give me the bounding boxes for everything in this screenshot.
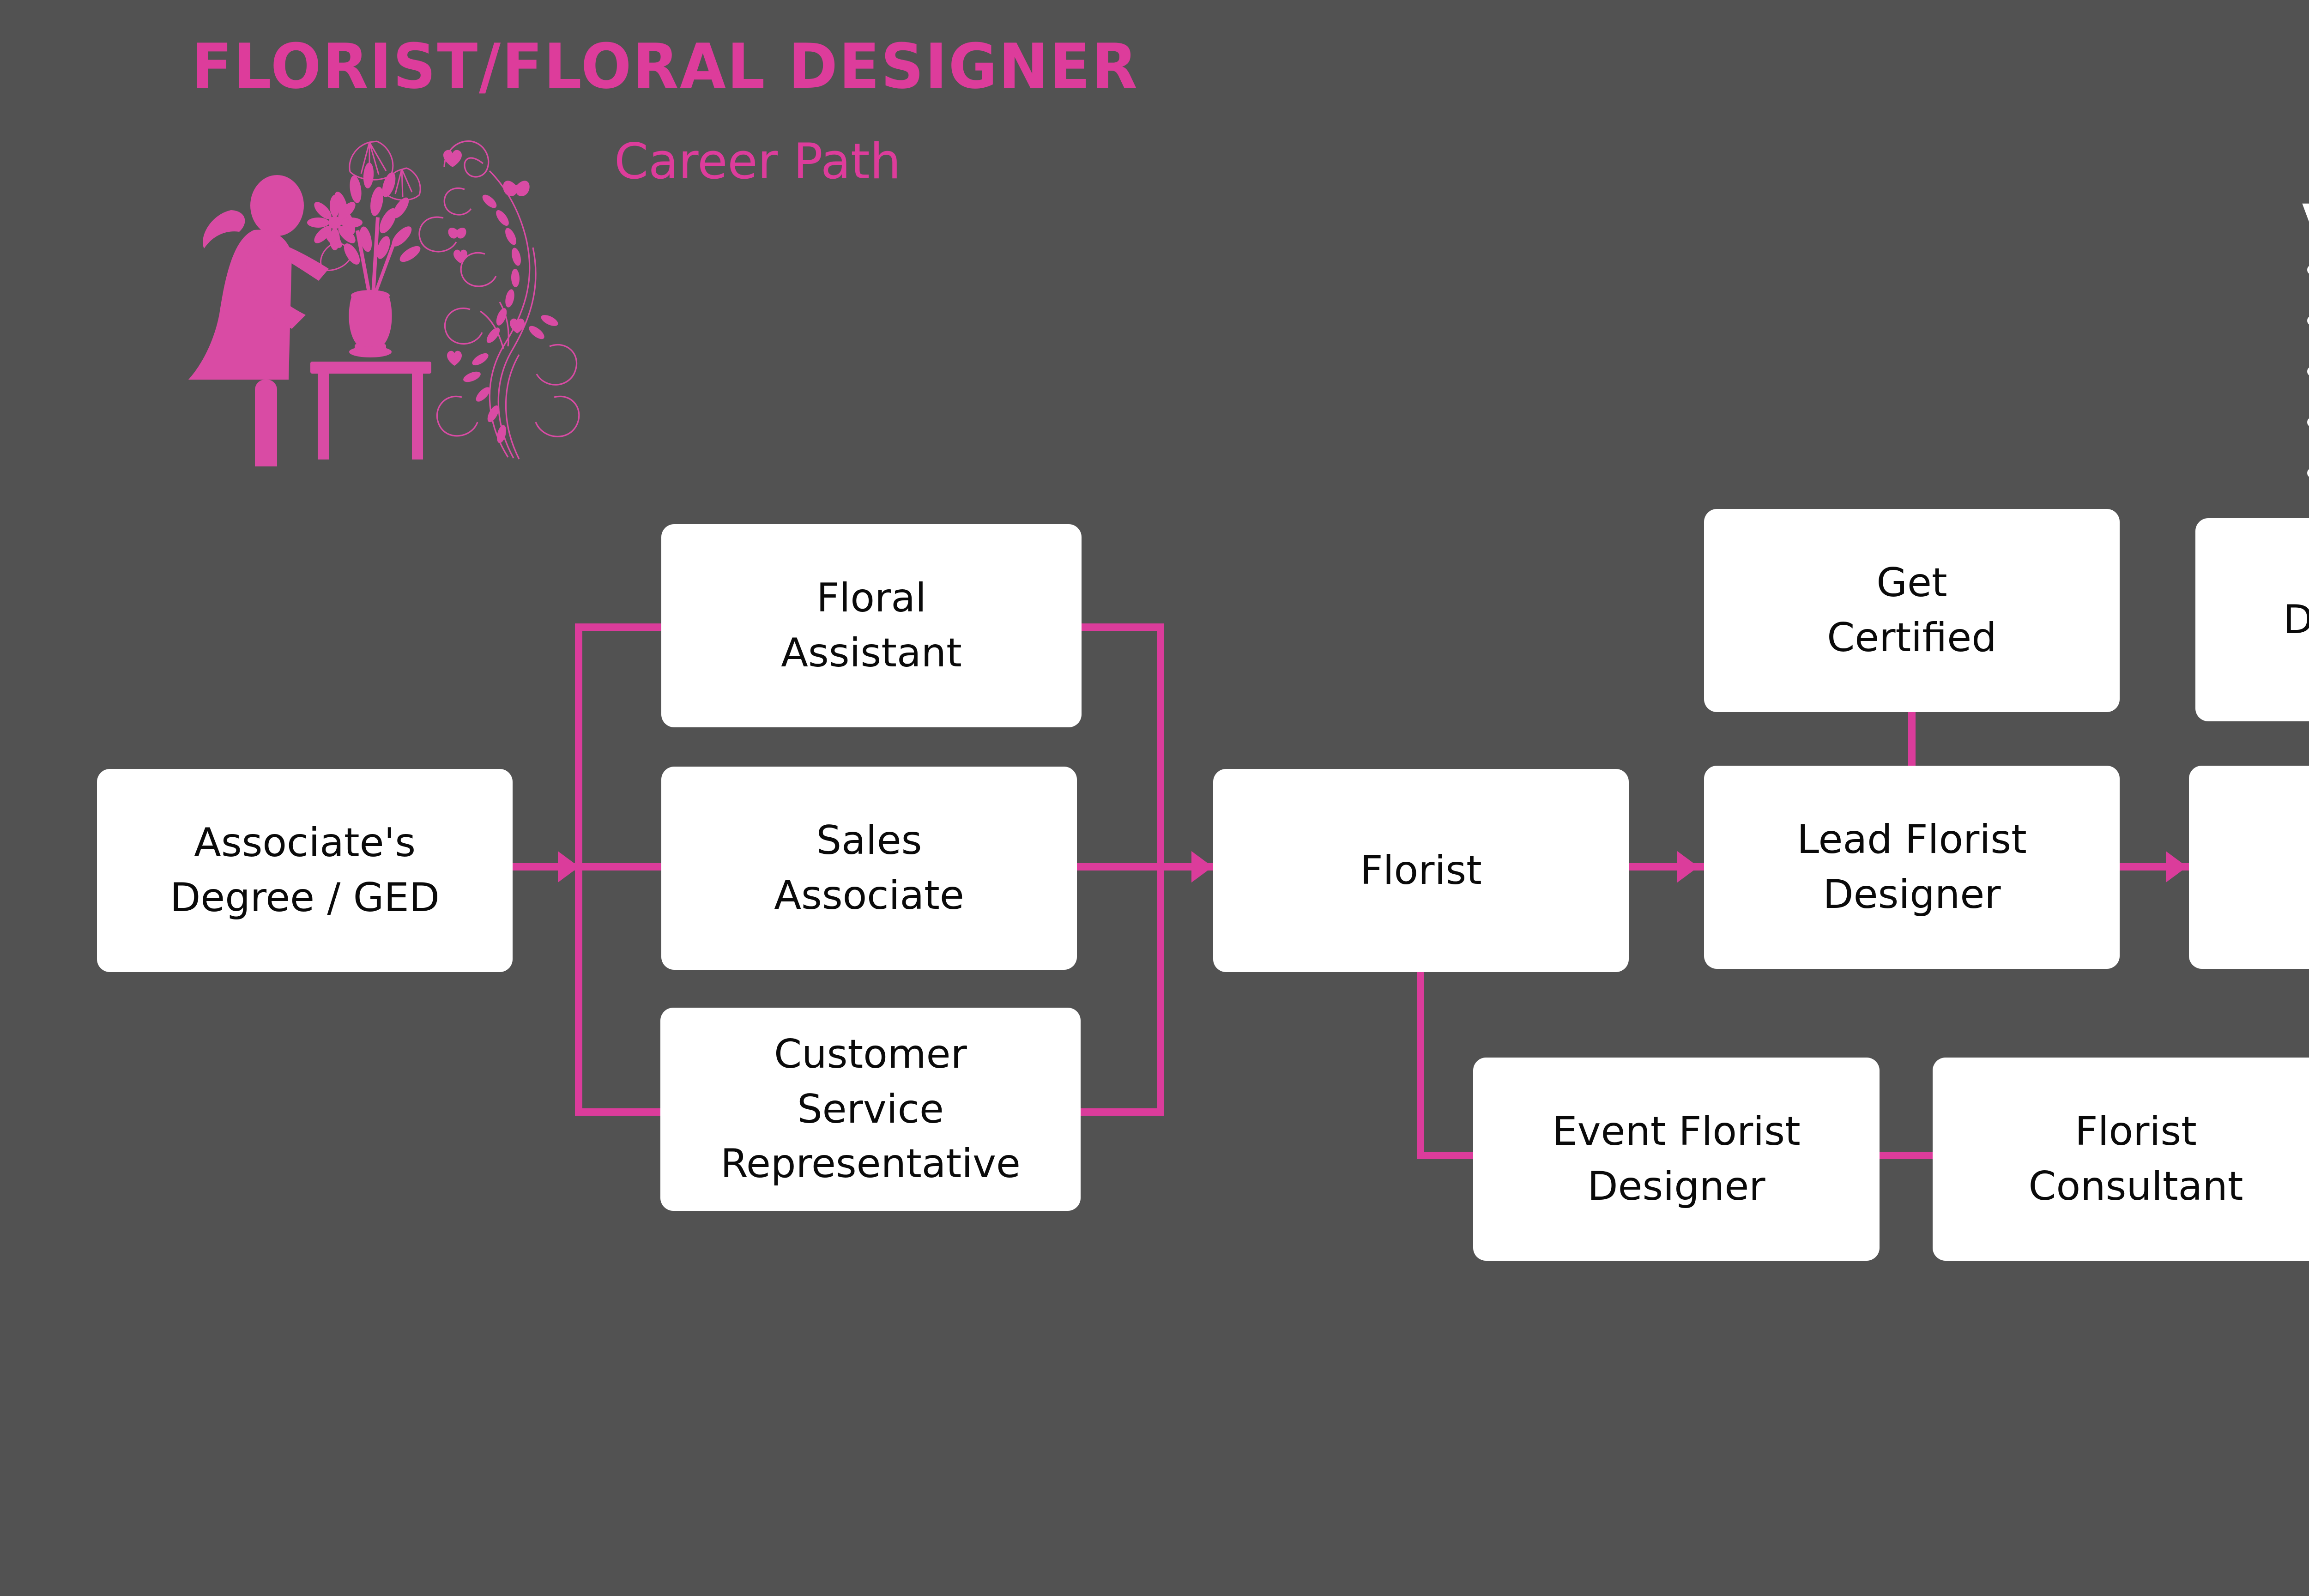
connector-bracket-stub-right-top [1076,623,1164,631]
node-label: Floral Assistant [781,575,962,676]
arrowhead-education-to-entry [558,851,579,883]
variety-heading: Variety of areas can work at: [2302,196,2309,237]
connector-bracket-stub-sales-associate [575,863,667,871]
page-subtitle: Career Path [614,133,901,190]
node-label: Sales Associate [774,817,964,919]
list-item: Nurseries and Garden Centers [2302,398,2309,449]
arrowhead-entry-to-florist [1191,851,1213,883]
node-florist-designer-manager[interactable]: Florist Designer Manager [2189,766,2309,969]
connector-event-to-consultant [1875,1152,1940,1159]
node-sales-associate[interactable]: Sales Associate [661,767,1077,970]
node-florist-department-manager[interactable]: Florist Department Manager [2195,518,2309,721]
variety-list: Retail Florist Shops Event planning comp… [2302,246,2309,500]
list-item: Independent businesses [2302,449,2309,500]
node-floral-assistant[interactable]: Floral Assistant [661,524,1082,727]
node-label: Florist Department Manager [2283,596,2309,643]
florist-illustration [185,115,600,480]
connector-certified-to-lead [1908,712,1916,768]
connector-florist-down [1417,972,1424,1159]
node-get-certified[interactable]: Get Certified [1704,509,2120,712]
arrowhead-lead-to-designer-manager [2166,851,2187,883]
node-label: Event Florist Designer [1552,1108,1801,1209]
connector-florist-to-event-designer [1417,1152,1486,1159]
variety-of-areas-panel: Variety of areas can work at: Retail Flo… [2302,196,2309,500]
node-florist[interactable]: Florist [1213,769,1629,972]
node-label: Florist [1360,847,1482,894]
node-label: Get Certified [1827,560,1997,661]
connector-bracket-stub-customer-service [575,1108,667,1116]
list-item: Event planning companies [2302,296,2309,347]
node-label: Florist Designer Manager [2308,785,2309,949]
list-item: Retail Florist Shops [2302,246,2309,296]
node-event-florist-designer[interactable]: Event Florist Designer [1473,1058,1880,1261]
node-label: Associate's Degree / GED [170,820,440,921]
node-lead-florist-designer[interactable]: Lead Florist Designer [1704,766,2120,969]
node-label: Lead Florist Designer [1797,816,2027,918]
node-education[interactable]: Associate's Degree / GED [97,769,513,972]
connector-bracket-stub-right-bottom [1076,1108,1164,1116]
node-label: Customer Service Representative [720,1031,1021,1187]
arrowhead-florist-to-lead [1677,851,1699,883]
list-item: Hotels and Resorts [2302,347,2309,398]
node-florist-consultant[interactable]: Florist Consultant [1933,1058,2309,1261]
connector-bracket-stub-floral-assistant [575,623,667,631]
node-label: Florist Consultant [2028,1108,2243,1209]
page-title: FLORIST/FLORAL DESIGNER [192,30,1139,103]
connector-bracket-stub-right-mid [1076,863,1164,871]
node-customer-service-representative[interactable]: Customer Service Representative [660,1008,1081,1211]
